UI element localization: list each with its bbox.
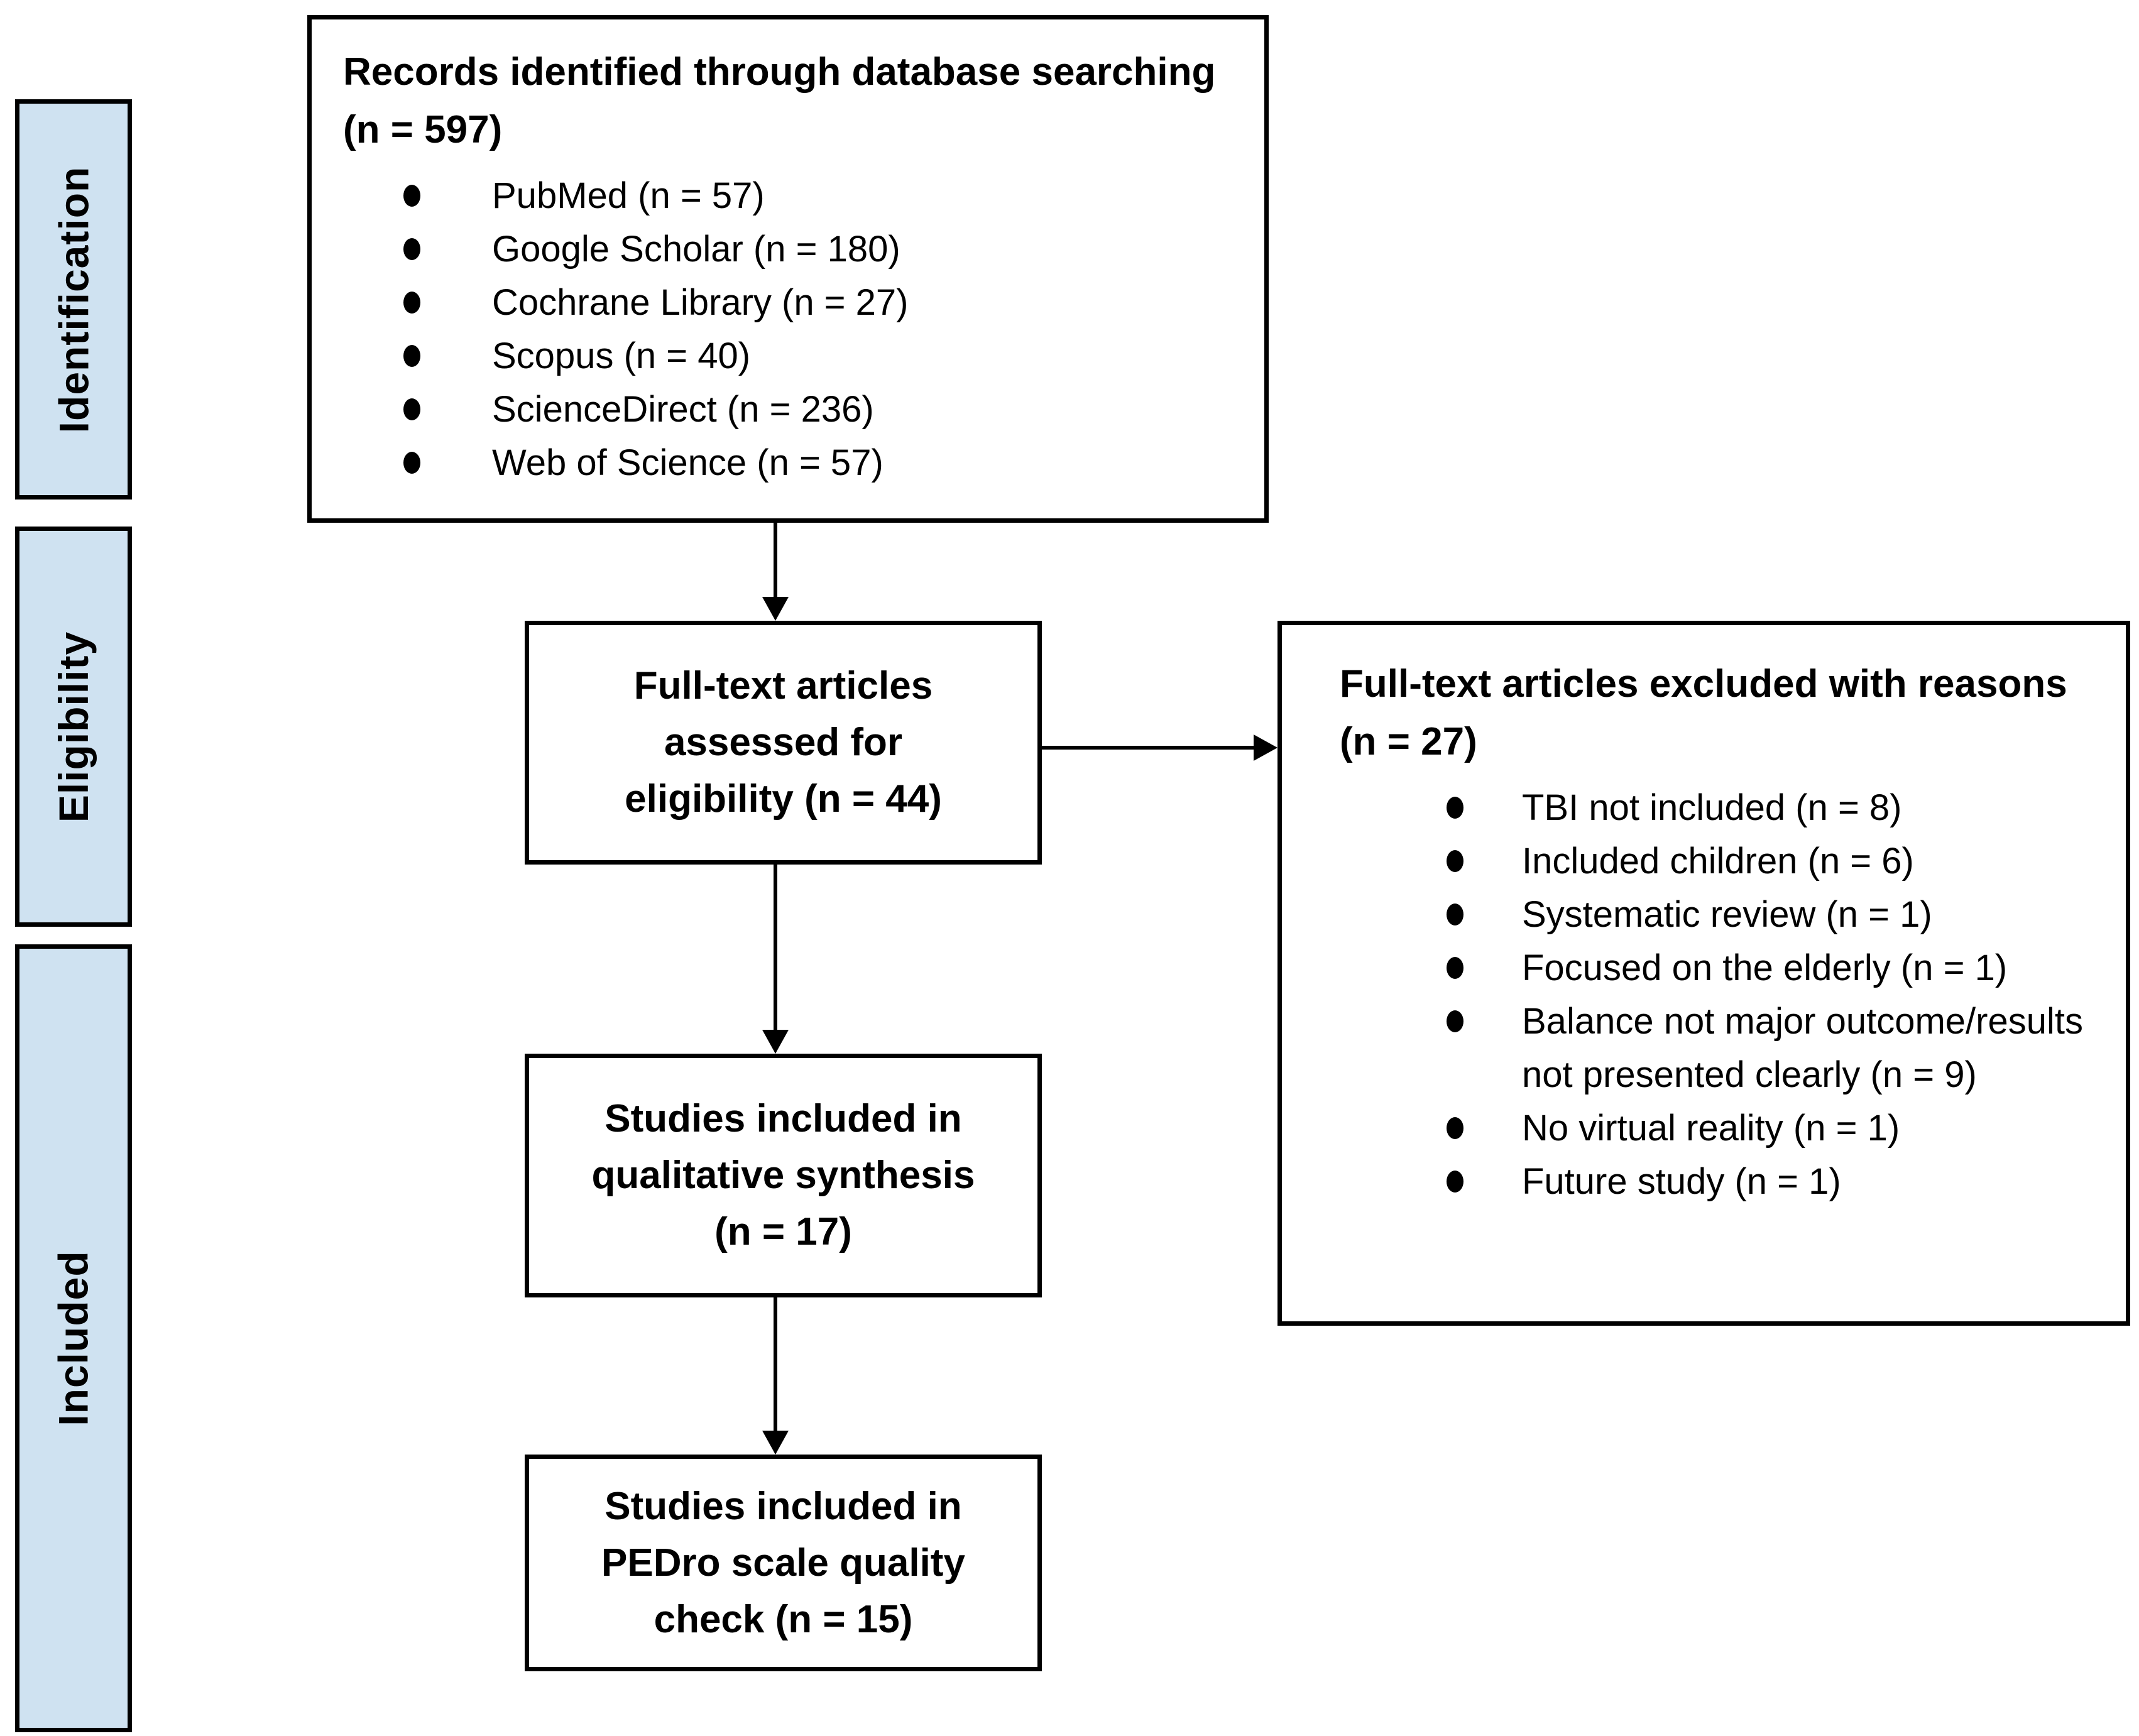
stage-label-included: Included (50, 1250, 97, 1426)
fulltext-assessed-title: Full-text articles assessed for eligibil… (625, 664, 942, 821)
stage-box-eligibility: Eligibility (15, 527, 132, 927)
arrow-assessed-to-qualitative-line (774, 864, 777, 1031)
list-item: Google Scholar (n = 180) (343, 222, 1239, 276)
list-item: Future study (n = 1) (1340, 1155, 2088, 1208)
arrow-qualitative-to-pedro-head (762, 1431, 789, 1455)
list-item: Systematic review (n = 1) (1340, 888, 2088, 941)
records-identified-title: Records identified through database sear… (343, 50, 1216, 151)
arrow-assessed-to-qualitative-head (762, 1030, 789, 1054)
list-item: Web of Science (n = 57) (343, 436, 1239, 489)
exclusion-reasons-list: TBI not included (n = 8)Included childre… (1340, 781, 2088, 1208)
arrow-assessed-to-excluded-head (1254, 734, 1277, 761)
list-item: Scopus (n = 40) (343, 329, 1239, 383)
fulltext-assessed-box: Full-text articles assessed for eligibil… (525, 621, 1042, 865)
arrow-assessed-to-excluded-line (1037, 746, 1256, 750)
list-item: No virtual reality (n = 1) (1340, 1101, 2088, 1155)
qualitative-synthesis-title: Studies included in qualitative synthesi… (591, 1097, 975, 1253)
list-item: Cochrane Library (n = 27) (343, 276, 1239, 329)
list-item: Included children (n = 6) (1340, 834, 2088, 888)
records-identified-box: Records identified through database sear… (307, 15, 1269, 523)
list-item: PubMed (n = 57) (343, 169, 1239, 222)
arrow-qualitative-to-pedro-line (774, 1297, 777, 1433)
stage-box-identification: Identification (15, 99, 132, 500)
pedro-quality-check-box: Studies included in PEDro scale quality … (525, 1455, 1042, 1671)
list-item: Balance not major outcome/results not pr… (1340, 995, 2088, 1101)
fulltext-excluded-box: Full-text articles excluded with reasons… (1277, 621, 2130, 1326)
pedro-quality-check-title: Studies included in PEDro scale quality … (601, 1484, 965, 1641)
arrow-records-to-assessed-head (762, 597, 789, 621)
stage-label-identification: Identification (50, 166, 97, 433)
list-item: Focused on the elderly (n = 1) (1340, 941, 2088, 995)
fulltext-excluded-title: Full-text articles excluded with reasons… (1340, 662, 2067, 763)
stage-box-included: Included (15, 944, 132, 1732)
arrow-records-to-assessed-line (774, 523, 777, 601)
list-item: ScienceDirect (n = 236) (343, 383, 1239, 436)
records-database-list: PubMed (n = 57)Google Scholar (n = 180)C… (343, 169, 1239, 489)
qualitative-synthesis-box: Studies included in qualitative synthesi… (525, 1054, 1042, 1297)
list-item: TBI not included (n = 8) (1340, 781, 2088, 834)
stage-label-eligibility: Eligibility (50, 631, 97, 822)
